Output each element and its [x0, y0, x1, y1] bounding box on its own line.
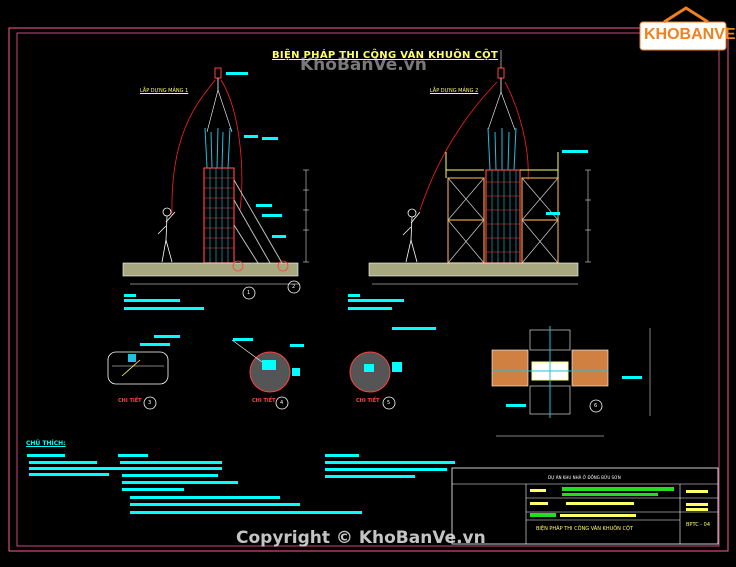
detail-2	[231, 338, 304, 410]
detail-1-label: CHI TIẾT	[118, 398, 142, 404]
inner-frame	[16, 32, 720, 547]
column-formwork	[203, 167, 235, 264]
notes-text-bars	[27, 454, 455, 514]
notes-heading: CHÚ THÍCH:	[26, 440, 66, 447]
title-block	[451, 467, 719, 545]
outer-frame	[8, 27, 729, 552]
logo-text: KHOBANVE	[644, 26, 736, 43]
detail-1	[107, 335, 180, 410]
marker-5: 5	[387, 400, 391, 406]
detail-3	[349, 351, 402, 410]
project-name: DỰ ÁN KHU NHÀ Ở ĐỒNG BỬU SƠN	[548, 475, 621, 480]
marker-1: 1	[247, 290, 251, 296]
view-1-label: LẮP DỰNG MẢNG 1	[140, 88, 189, 94]
marker-2: 2	[292, 284, 296, 290]
marker-4: 4	[280, 400, 284, 406]
watermark-copyright: Copyright © KhoBanVe.vn	[236, 528, 486, 548]
logo-house-icon	[639, 6, 727, 51]
watermark-top: KhoBanVe.vn	[300, 55, 427, 75]
column-plan-section	[491, 326, 651, 437]
detail-2-label: CHI TIẾT	[252, 398, 276, 404]
detail-3-label: CHI TIẾT	[356, 398, 380, 404]
ground-slab	[122, 262, 299, 277]
marker-6: 6	[594, 403, 598, 409]
marker-3: 3	[148, 400, 152, 406]
drawing-title: BIỆN PHÁP THI CÔNG VÁN KHUÔN CỘT	[272, 50, 499, 61]
sheet-title: BIỆN PHÁP THI CÔNG VÁN KHUÔN CỘT	[536, 526, 633, 532]
view-1-elevation	[122, 67, 309, 310]
view-2-elevation	[348, 50, 591, 330]
view-2-label: LẮP DỰNG MẢNG 2	[430, 88, 479, 94]
sheet-number: BPTC - 04	[686, 522, 711, 528]
